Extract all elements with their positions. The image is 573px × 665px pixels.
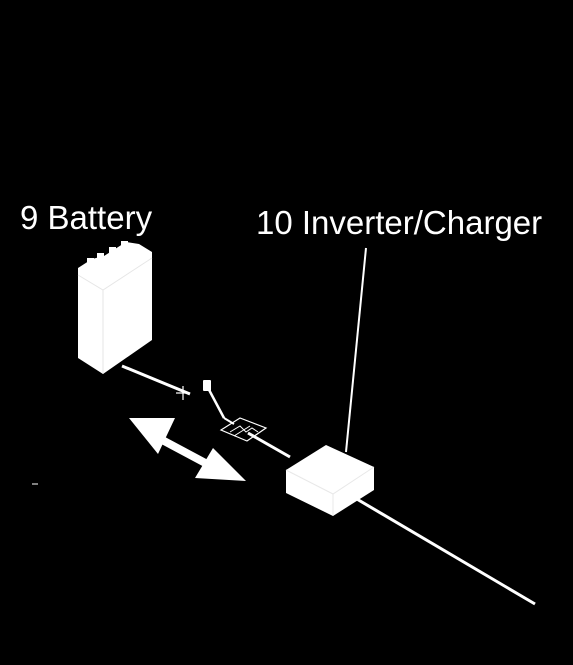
battery-label: 9 Battery: [20, 199, 153, 236]
battery-icon: [77, 241, 153, 374]
dc-cable: [247, 431, 291, 459]
double-headed-arrow-icon: [129, 418, 246, 481]
output-cable: [349, 493, 536, 606]
inverter-charger-icon: [285, 445, 375, 516]
fuse-icon: [219, 417, 268, 442]
disconnect-switch-icon: [203, 380, 235, 425]
inverter-leader-line: [345, 247, 367, 453]
battery-cable: [121, 364, 191, 396]
cable-connector-mark: [176, 386, 190, 400]
inverter-charger-label: 10 Inverter/Charger: [256, 204, 543, 241]
